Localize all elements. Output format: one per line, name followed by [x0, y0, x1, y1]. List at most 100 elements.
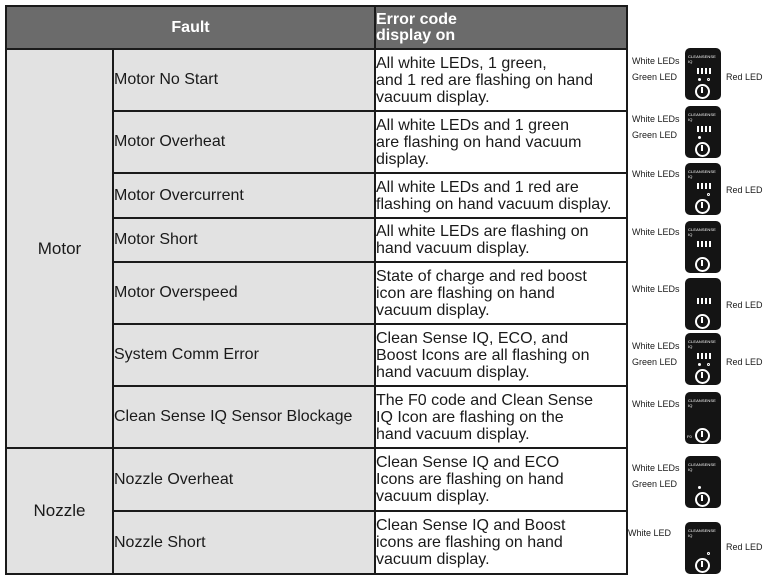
- brand-text: CLEANSENSE IQ: [688, 112, 716, 122]
- white-leds-label: White LEDs: [632, 463, 680, 473]
- brand-text: CLEANSENSE IQ: [688, 398, 716, 408]
- desc-line: are flashing on hand vacuum: [376, 133, 582, 151]
- white-leds-label: White LEDs: [632, 341, 680, 351]
- desc-line: Clean Sense IQ and ECO: [376, 454, 560, 471]
- fault-name: Nozzle Short: [112, 510, 376, 575]
- brand-text: CLEANSENSE IQ: [688, 528, 716, 538]
- desc-line: flashing on hand vacuum display.: [376, 195, 612, 213]
- fault-name: System Comm Error: [112, 323, 376, 387]
- power-icon: [695, 558, 710, 573]
- white-leds-label: White LEDs: [632, 227, 680, 237]
- red-led-label: Red LED: [726, 542, 763, 552]
- hand-vacuum-display-icon: CLEANSENSE IQ: [685, 456, 721, 508]
- f0-code: F0: [687, 434, 692, 439]
- group-motor: Motor: [5, 48, 114, 449]
- power-icon: [695, 314, 710, 329]
- desc-line: All white LEDs are flashing on: [376, 223, 589, 240]
- brand-text: CLEANSENSE IQ: [688, 54, 716, 64]
- fault-description: All white LEDs, 1 green,and 1 red are fl…: [374, 48, 628, 112]
- white-leds-icon: [697, 68, 711, 74]
- table-row: Motor Overcurrent All white LEDs and 1 r…: [6, 172, 628, 219]
- desc-line: The F0 code and Clean Sense: [376, 391, 594, 409]
- desc-line: IQ Icon are flashing on the: [376, 408, 564, 426]
- desc-line: hand vacuum display.: [376, 425, 530, 443]
- green-led-icon: [698, 363, 701, 366]
- red-led-icon: [707, 78, 710, 81]
- table-row: Motor Motor No Start All white LEDs, 1 g…: [5, 48, 628, 449]
- table-row: Clean Sense IQ Sensor Blockage The F0 co…: [6, 385, 628, 449]
- white-leds-icon: [697, 353, 711, 359]
- white-leds-label: White LEDs: [632, 399, 680, 409]
- fault-name: Motor Overheat: [112, 110, 376, 174]
- desc-line: Clean Sense IQ, ECO, and: [376, 329, 569, 347]
- power-icon: [695, 369, 710, 384]
- power-icon: [695, 257, 710, 272]
- fault-name: Motor Short: [112, 217, 376, 263]
- red-led-label: Red LED: [726, 185, 763, 195]
- desc-line: icons are flashing on hand: [376, 534, 563, 551]
- white-leds-label: White LEDs: [632, 114, 680, 124]
- table-row: Motor Overheat All white LEDs and 1 gree…: [6, 110, 628, 174]
- brand-text: CLEANSENSE IQ: [688, 227, 716, 237]
- red-led-icon: [707, 363, 710, 366]
- red-led-label: Red LED: [726, 72, 763, 82]
- fault-name: Motor No Start: [112, 48, 376, 112]
- hand-vacuum-display-icon: [685, 278, 721, 330]
- power-icon: [695, 428, 710, 443]
- desc-line: Boost Icons are all flashing on: [376, 346, 590, 364]
- brand-text: CLEANSENSE IQ: [688, 462, 716, 472]
- desc-line: Clean Sense IQ and Boost: [376, 517, 566, 534]
- table-row: Nozzle Nozzle Overheat Clean Sense IQ an…: [5, 447, 628, 575]
- green-led-label: Green LED: [632, 479, 678, 489]
- hand-vacuum-display-icon: CLEANSENSE IQ F0: [685, 392, 721, 444]
- table-row: Motor Overspeed State of charge and red …: [6, 261, 628, 325]
- desc-line: All white LEDs, 1 green,: [376, 54, 547, 72]
- desc-line: vacuum display.: [376, 301, 490, 319]
- power-icon: [695, 199, 710, 214]
- desc-line: display.: [376, 150, 430, 168]
- white-leds-icon: [697, 298, 711, 304]
- hand-vacuum-display-icon: CLEANSENSE IQ: [685, 221, 721, 273]
- red-led-icon: [707, 193, 710, 196]
- header-error-line-2: display on: [376, 26, 456, 44]
- desc-line: vacuum display.: [376, 488, 490, 505]
- white-leds-label: White LEDs: [632, 284, 680, 294]
- fault-name: Motor Overcurrent: [112, 172, 376, 219]
- fault-name: Clean Sense IQ Sensor Blockage: [112, 385, 376, 449]
- power-icon: [695, 492, 710, 507]
- table-row: Motor Short All white LEDs are flashing …: [6, 217, 628, 263]
- desc-line: and 1 red are flashing on hand: [376, 71, 594, 89]
- white-leds-icon: [697, 183, 711, 189]
- green-led-icon: [698, 486, 701, 489]
- desc-line: State of charge and red boost: [376, 267, 587, 285]
- red-led-label: Red LED: [726, 357, 763, 367]
- hand-vacuum-display-icon: CLEANSENSE IQ: [685, 163, 721, 215]
- table-row: System Comm Error Clean Sense IQ, ECO, a…: [6, 323, 628, 387]
- desc-line: All white LEDs and 1 green: [376, 116, 569, 134]
- header-fault: Fault: [5, 5, 376, 50]
- power-icon: [695, 142, 710, 157]
- green-led-icon: [698, 136, 701, 139]
- green-led-icon: [698, 78, 701, 81]
- group-nozzle: Nozzle: [5, 447, 114, 575]
- white-leds-label: White LEDs: [632, 169, 680, 179]
- white-leds-icon: [697, 126, 711, 132]
- brand-text: CLEANSENSE IQ: [688, 169, 716, 179]
- green-led-label: Green LED: [632, 130, 678, 140]
- hand-vacuum-display-icon: CLEANSENSE IQ: [685, 48, 721, 100]
- brand-text: CLEANSENSE IQ: [688, 339, 716, 349]
- red-led-label: Red LED: [726, 300, 763, 310]
- white-leds-label: White LEDs: [632, 56, 680, 66]
- desc-line: vacuum display.: [376, 88, 490, 106]
